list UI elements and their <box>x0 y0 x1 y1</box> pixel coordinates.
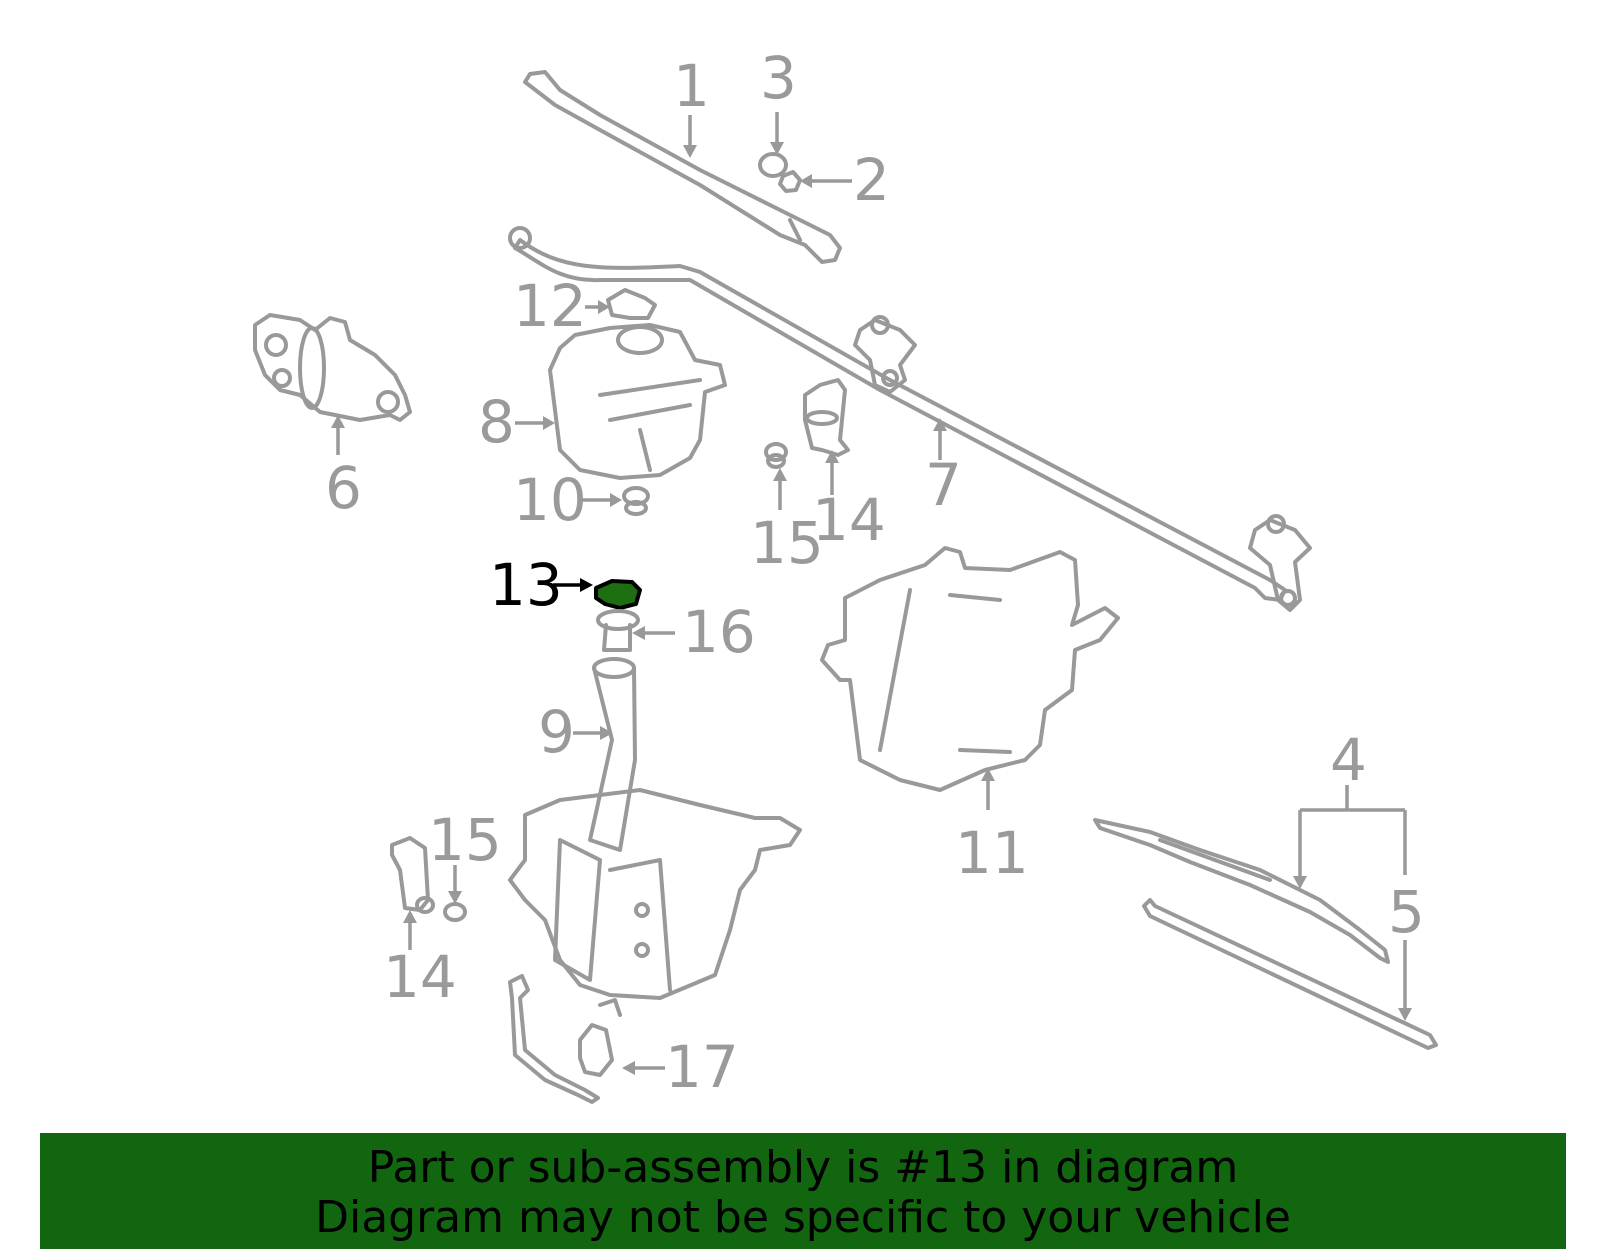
part-11-shroud <box>820 546 1120 792</box>
part-16-strainer <box>596 609 640 652</box>
part-10-grommet <box>622 486 650 516</box>
part-1-wiper-arm <box>523 70 842 264</box>
leader-8 <box>515 416 555 430</box>
part-7-linkage <box>508 226 1312 612</box>
callout-13: 13 <box>489 551 563 619</box>
callout-3: 3 <box>760 44 797 112</box>
part-5-blade-insert <box>1142 898 1438 1050</box>
info-banner: Part or sub-assembly is #13 in diagram D… <box>40 1133 1566 1249</box>
part-15-grommet-upper <box>764 442 788 469</box>
callout-1: 1 <box>673 52 710 120</box>
part-6-motor <box>253 313 412 422</box>
leader-6 <box>331 415 345 455</box>
leader-7 <box>933 418 947 460</box>
leader-13 <box>553 578 593 592</box>
callout-5: 5 <box>1388 878 1425 946</box>
callout-6: 6 <box>325 454 362 522</box>
part-14-pump-lower <box>390 836 435 914</box>
callout-4: 4 <box>1330 726 1367 794</box>
part-4-wiper-blade <box>1093 818 1390 964</box>
callout-11: 11 <box>955 819 1029 887</box>
leader-17 <box>622 1061 665 1075</box>
callout-15-lower: 15 <box>428 806 502 874</box>
leader-11 <box>981 768 995 810</box>
callout-17: 17 <box>665 1033 739 1101</box>
leader-14-lower <box>403 910 417 950</box>
callout-14-lower: 14 <box>383 943 457 1011</box>
leader-15-upper <box>773 468 787 510</box>
leader-15-lower <box>448 865 462 904</box>
leader-1 <box>683 115 697 158</box>
banner-line-1: Part or sub-assembly is #13 in diagram <box>367 1142 1239 1193</box>
part-17-level-sensor <box>508 974 622 1104</box>
callout-14-upper: 14 <box>812 486 886 554</box>
leader-16 <box>632 626 675 640</box>
part-2-nut <box>778 170 802 193</box>
part-14-pump-upper <box>803 378 850 457</box>
part-13-cap-highlighted <box>594 579 642 610</box>
part-12-cap <box>606 288 657 320</box>
leader-9 <box>573 726 613 740</box>
callout-7: 7 <box>925 451 962 519</box>
callout-15-upper: 15 <box>750 509 824 577</box>
part-3-cap <box>758 152 788 178</box>
leader-3 <box>770 112 784 155</box>
part-8-reservoir <box>548 323 727 480</box>
callout-12: 12 <box>513 272 587 340</box>
leader-5 <box>1398 940 1412 1021</box>
leader-4-5-bracket <box>1293 785 1407 889</box>
callout-10: 10 <box>513 466 587 534</box>
callout-9: 9 <box>538 698 575 766</box>
leader-12 <box>585 300 610 314</box>
leader-10 <box>582 493 622 507</box>
part-15-grommet-lower <box>443 902 467 922</box>
callout-2: 2 <box>853 146 890 214</box>
part-9-filler-neck <box>588 657 637 852</box>
callout-8: 8 <box>478 388 515 456</box>
reservoir-lower <box>508 788 802 1000</box>
banner-line-2: Diagram may not be specific to your vehi… <box>315 1192 1291 1243</box>
leader-2 <box>800 174 852 188</box>
leader-14-upper <box>825 450 839 495</box>
parts-diagram: 1 3 2 12 8 6 10 15 14 7 13 16 9 11 4 5 1… <box>253 44 1438 1104</box>
callout-16: 16 <box>682 598 756 666</box>
